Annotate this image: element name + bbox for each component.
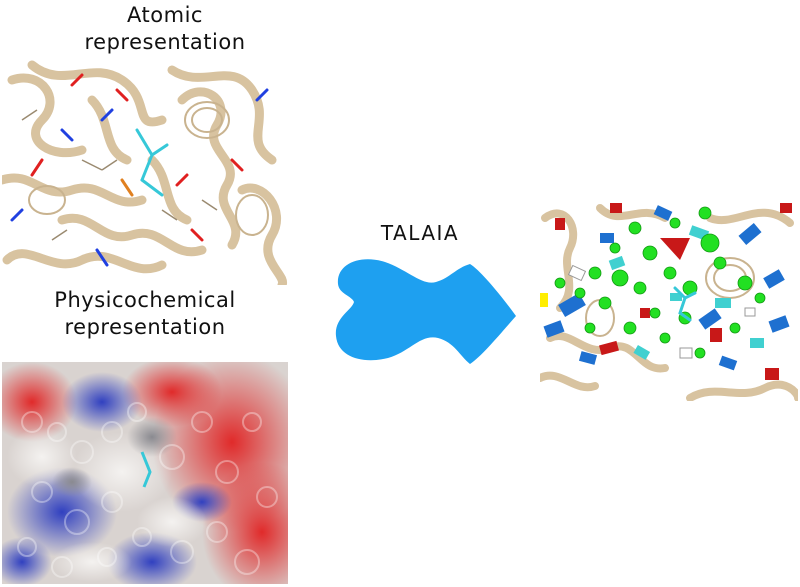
talaia-label: TALAIA (380, 221, 460, 245)
talaia-result-drawing (540, 203, 798, 401)
electrostatic-surface-image (2, 362, 288, 584)
talaia-result-image (540, 198, 798, 401)
atomic-representation-label: Atomic representation (60, 2, 270, 56)
atomic-structure-drawing (2, 60, 287, 285)
atomic-label-line1: Atomic (127, 3, 203, 27)
talaia-arrow-icon (335, 259, 516, 364)
physico-label-line2: representation (64, 315, 226, 339)
physicochemical-representation-label: Physicochemical representation (0, 287, 290, 341)
physico-label-line1: Physicochemical (54, 288, 236, 312)
atomic-label-line2: representation (84, 30, 246, 54)
atomic-structure-image (2, 60, 288, 285)
electrostatic-surface-drawing (2, 362, 288, 584)
